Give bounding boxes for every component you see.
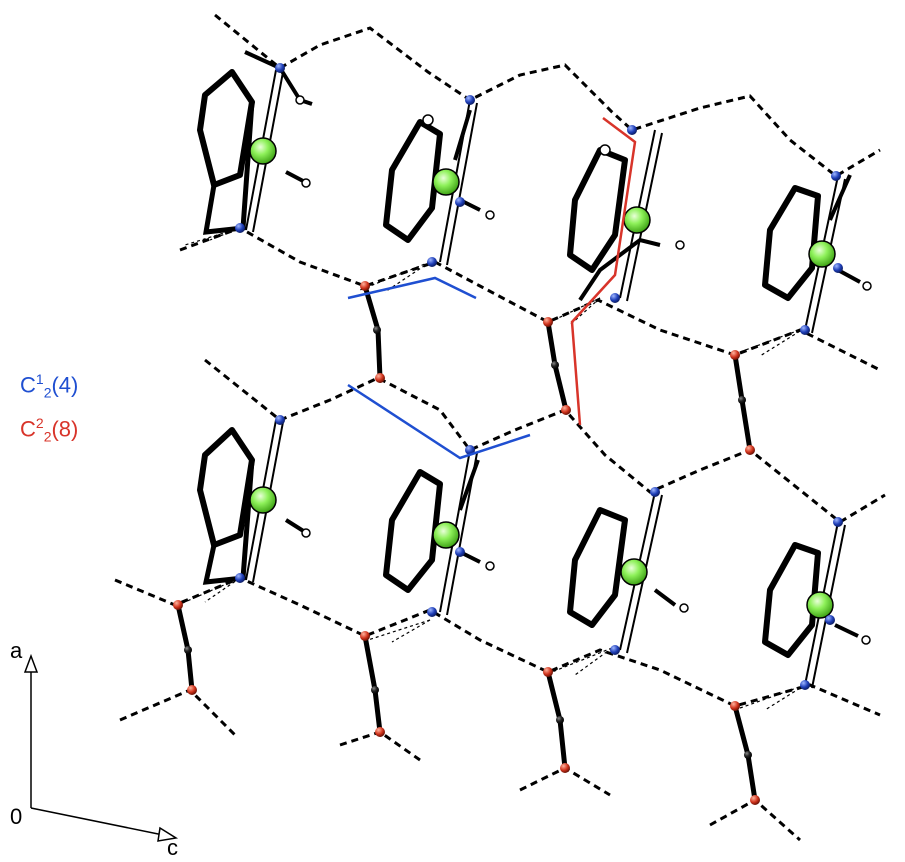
axis-indicator	[23, 653, 179, 842]
graph-set-c1-2-4: C12(4)	[20, 371, 79, 401]
molecules	[173, 50, 872, 805]
molecule	[762, 171, 872, 335]
oxygen-atoms	[173, 281, 760, 805]
molecule	[383, 445, 495, 617]
axis-label-a: a	[10, 638, 23, 663]
molecule	[197, 415, 311, 585]
axis-origin-label: 0	[10, 804, 23, 829]
graph-set-c22-8-highlight	[570, 117, 637, 426]
molecule	[197, 50, 313, 235]
graph-set-legend: C12(4) C22(8)	[20, 364, 78, 451]
chlorine-atom	[249, 137, 277, 165]
chlorine-atom	[249, 486, 277, 514]
graph-set-c12-4-highlight	[347, 276, 531, 460]
solvent-chain	[175, 285, 758, 801]
molecule	[762, 517, 871, 690]
axis-label-c: c	[167, 835, 178, 860]
chlorine-atom	[620, 558, 648, 586]
molecule	[567, 487, 689, 655]
nitrogen-atom	[275, 63, 285, 73]
chlorine-atom	[806, 591, 834, 619]
hbond-fans	[177, 227, 806, 711]
chlorine-atom	[432, 521, 460, 549]
molecule	[567, 125, 685, 303]
nitrogen-atom	[235, 223, 245, 233]
graph-set-c2-2-8: C22(8)	[20, 414, 79, 445]
carbon-atoms	[184, 326, 752, 759]
molecule	[383, 95, 495, 267]
chlorine-atom	[432, 168, 460, 196]
chlorine-atom	[623, 206, 651, 234]
chlorine-atom	[808, 240, 836, 268]
